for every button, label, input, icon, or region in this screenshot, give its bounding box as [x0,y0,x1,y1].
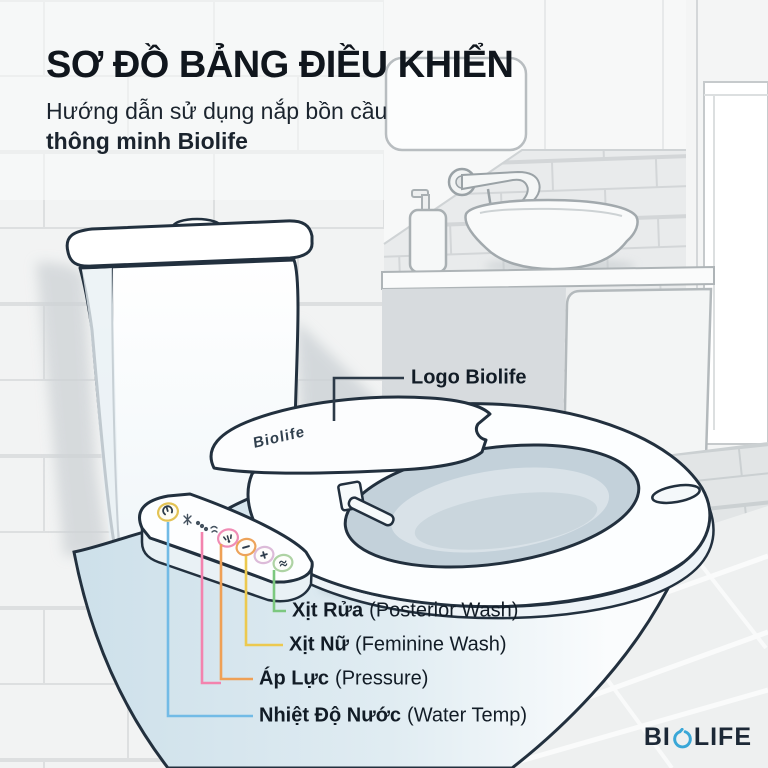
panel-button-4 [253,545,275,565]
tank-lid [65,219,314,268]
bidet-nozzle [337,480,395,527]
vessel-sink [464,198,639,271]
callout-vn-pressure: Áp Lực [259,667,330,690]
page-title: SƠ ĐỒ BẢNG ĐIỀU KHIỂN [46,44,514,86]
callout-label-logo: Logo Biolife [411,366,527,389]
vanity-area [381,167,715,472]
mirror [384,56,528,152]
callout-line-posterior-wash [272,570,286,613]
callout-line-water-temp [166,522,253,718]
brand-droplet-icon [673,727,692,748]
callout-line-pressure [219,544,253,681]
brand-logo: BI LIFE [644,723,752,752]
faucet [447,167,541,216]
callout-en-water-temp: (Water Temp) [407,704,528,727]
title-block: SƠ ĐỒ BẢNG ĐIỀU KHIỂN Hướng dẫn sử dụng … [46,42,626,156]
seat-bumper [651,483,701,505]
subtitle-line-2: thông minh Biolife [46,128,248,154]
lid-cover: Biolife [209,395,492,475]
callout-label-posterior-wash: Xịt Rửa (Posterior Wash) [292,600,518,623]
callout-line-logo [332,376,404,421]
panel-indicator-icons [183,513,218,533]
callout-label-feminine-wash: Xịt Nữ (Feminine Wash) [289,634,507,657]
callout-vn-posterior-wash: Xịt Rửa [292,599,364,622]
callout-label-water-temp: Nhiệt Độ Nước (Water Temp) [259,705,527,728]
callout-lines [166,376,404,718]
panel-button-3 [235,537,257,557]
callout-label-pressure: Áp Lực (Pressure) [259,668,428,691]
callout-en-pressure: (Pressure) [335,667,429,690]
brand-suffix: LIFE [693,723,752,751]
panel-button-1 [157,502,179,522]
callout-vn-feminine-wash: Xịt Nữ [289,633,350,656]
panel-button-5 [272,553,294,573]
subtitle-line-1: Hướng dẫn sử dụng nắp bồn cầu [46,98,388,124]
wall-shadow-left [36,262,108,556]
counter-top [381,265,715,291]
panel-button-2 [217,528,239,548]
callout-en-feminine-wash: (Feminine Wash) [355,633,507,656]
callout-en-posterior-wash: (Posterior Wash) [369,599,519,622]
page-subtitle: Hướng dẫn sử dụng nắp bồn cầu thông minh… [46,96,626,156]
callout-vn-water-temp: Nhiệt Độ Nước [259,704,402,727]
toilet-seat [246,402,715,620]
callout-line-pressure-secondary [200,532,221,685]
toilet-tank [65,217,314,566]
callout-line-feminine-wash [244,556,283,647]
brand-prefix: BI [643,723,671,751]
control-panel [138,492,314,603]
